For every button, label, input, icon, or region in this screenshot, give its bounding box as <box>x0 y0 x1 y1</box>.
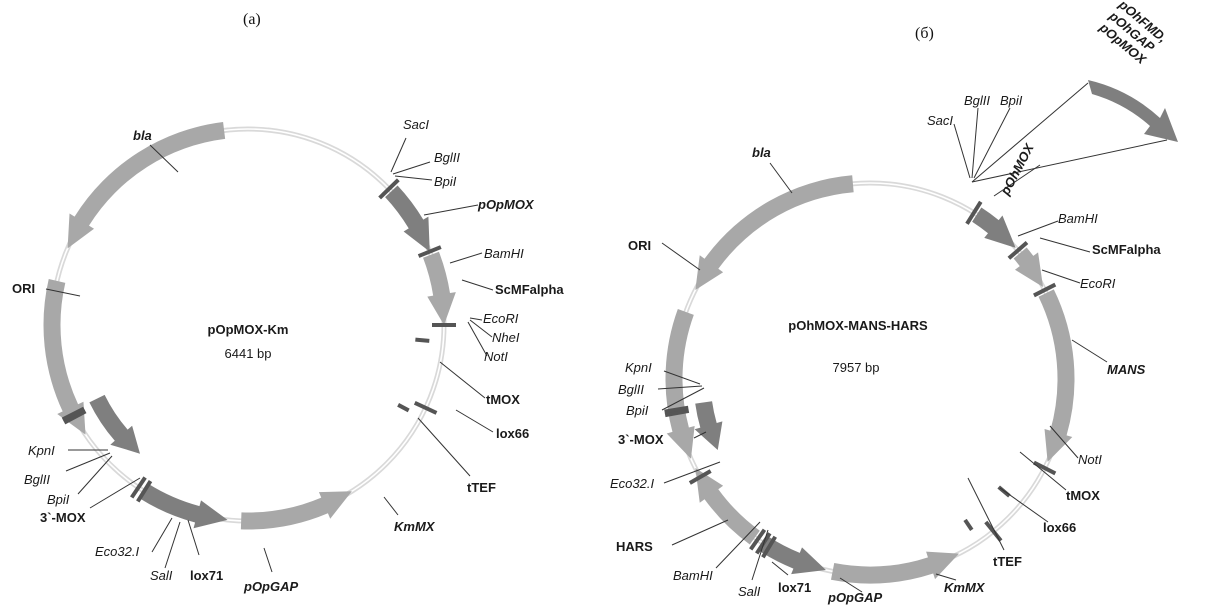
site-mark-saci-b <box>965 200 983 225</box>
site-label-bpii2-b: BpiI <box>626 403 649 418</box>
site-mark-lox66-b <box>984 520 1003 542</box>
site-mark-kpni2-b <box>664 405 689 414</box>
site-mark-ttef-a <box>397 403 410 413</box>
feature-arrows-b <box>665 175 1075 584</box>
site-label-bpii-b: BpiI <box>1000 93 1023 108</box>
site-mark-eco32-b <box>688 469 712 485</box>
ori-arrow-a <box>43 278 86 435</box>
site-label-bpii-a: BpiI <box>434 174 457 189</box>
site-label-ecori-b: EcoRI <box>1080 276 1116 291</box>
site-label-noti-a: NotI <box>484 349 508 364</box>
feature-label-3mox-b: 3`-MOX <box>618 432 664 447</box>
site-mark-kpni-b <box>664 408 690 418</box>
callout-labels-b: pOhFMD, pOhGAP pOpMOX <box>1096 0 1170 68</box>
site-label-saci-a: SacI <box>403 117 429 132</box>
feature-label-kmmx-b: KmMX <box>944 580 986 595</box>
site-label-kpni-a: KpnI <box>28 443 55 458</box>
site-mark-lox71-b <box>749 528 767 551</box>
site-label-sali-b: SalI <box>738 584 761 599</box>
feature-label-tmox-b: tMOX <box>1066 488 1100 503</box>
site-mark-ecori-b <box>1033 282 1057 298</box>
plasmid-name-a: pOpMOX-Km <box>208 322 289 337</box>
site-label-eco32i-b: Eco32.I <box>610 476 654 491</box>
pohmox-arrow-b <box>972 207 1016 248</box>
site-label-sali-a: SalI <box>150 568 173 583</box>
popgap-arrow-a <box>139 484 228 529</box>
feature-label-ori-b: ORI <box>628 238 651 253</box>
feature-label-popgap-a: pOpGAP <box>243 579 298 594</box>
site-label-bglii-b: BglII <box>964 93 990 108</box>
ori-arrow-b <box>665 309 695 459</box>
site-label-eco32i-a: Eco32.I <box>95 544 139 559</box>
site-mark-bamhi-a <box>417 245 442 258</box>
site-label-saci-b: SacI <box>927 113 953 128</box>
site-mark-bamhi2-b <box>761 535 777 559</box>
scmfalpha-arrow-b <box>1013 247 1044 287</box>
hars-arrow-b <box>695 467 760 545</box>
site-label-bamhi-a: BamHI <box>484 246 524 261</box>
site-mark-tmox-a <box>415 337 430 343</box>
plasmid-size-a: 6441 bp <box>225 346 272 361</box>
site-label-bamhi-b: BamHI <box>1058 211 1098 226</box>
site-label-ecori-a: EcoRI <box>483 311 519 326</box>
site-mark-saci-a <box>378 178 400 200</box>
popmox-arrow-a <box>385 185 430 252</box>
feature-arrows-a <box>43 122 456 530</box>
bla-arrow-b <box>695 175 854 291</box>
feature-label-popgap-b: pOpGAP <box>827 590 882 605</box>
site-mark-bamhi-b <box>1007 241 1029 260</box>
feature-label-kmmx-a: KmMX <box>394 519 436 534</box>
feature-label-tmox-a: tMOX <box>486 392 520 407</box>
site-label-bglii2-b: BglII <box>618 382 644 397</box>
feature-label-popmox-a: pOpMOX <box>477 197 535 212</box>
site-mark-lox66-a <box>413 400 438 415</box>
site-mark-sali-a <box>130 476 147 499</box>
feature-label-lox71-b: lox71 <box>778 580 811 595</box>
site-label-bpii2-a: BpiI <box>47 492 70 507</box>
3mox-arrow-b <box>694 401 723 450</box>
plasmid-map-b: (б) pOhFMD, pOhGAP pOpMOX pOhMOX-MANS-HA… <box>610 0 1178 605</box>
site-label-noti-b: NotI <box>1078 452 1102 467</box>
site-marks-a <box>61 178 456 503</box>
site-marks-b <box>664 200 1057 559</box>
feature-label-mans-b: MANS <box>1107 362 1146 377</box>
feature-label-hars-b: HARS <box>616 539 653 554</box>
promoter-callout-arrow-b <box>1088 80 1178 142</box>
kmmx-arrow-a <box>240 491 352 530</box>
site-label-nhei-a: NheI <box>492 330 520 345</box>
feature-label-scmfalpha-a: ScMFalpha <box>495 282 564 297</box>
mans-arrow-b <box>1038 289 1075 462</box>
site-label-bamhi2-b: BamHI <box>673 568 713 583</box>
feature-label-ttef-b: tTEF <box>993 554 1022 569</box>
site-mark-ttef-b <box>963 518 974 532</box>
site-label-bglii-a: BglII <box>434 150 460 165</box>
site-label-bglii2-a: BglII <box>24 472 50 487</box>
feature-label-lox66-b: lox66 <box>1043 520 1076 535</box>
feature-label-bla-b: bla <box>752 145 771 160</box>
3mox-arrow-a <box>89 394 141 454</box>
feature-label-ori-a: ORI <box>12 281 35 296</box>
plasmid-name-b: pOhMOX-MANS-HARS <box>788 318 928 333</box>
scmfalpha-arrow-a <box>423 251 456 325</box>
feature-label-bla-a: bla <box>133 128 152 143</box>
panel-label-a: (a) <box>243 11 261 28</box>
site-mark-noti-b <box>1033 460 1057 476</box>
feature-label-lox71-a: lox71 <box>190 568 223 583</box>
plasmid-map-a: (a) pOpMOX-Km 6441 bp bla ORI pOpMOX ScM… <box>12 11 564 594</box>
site-label-kpni-b: KpnI <box>625 360 652 375</box>
feature-label-lox66-a: lox66 <box>496 426 529 441</box>
kmmx-arrow-b <box>830 551 959 584</box>
panel-label-b: (б) <box>915 25 934 42</box>
site-mark-eco32-a <box>136 479 153 503</box>
feature-label-scmfalpha-b: ScMFalpha <box>1092 242 1161 257</box>
feature-label-ttef-a: tTEF <box>467 480 496 495</box>
site-mark-kpni2-a <box>61 406 85 422</box>
feature-label-3mox-a: 3`-MOX <box>40 510 86 525</box>
popgap-arrow-b <box>758 536 826 575</box>
bla-arrow-a <box>67 122 226 249</box>
site-mark-kpni-a <box>63 409 87 425</box>
plasmid-size-b: 7957 bp <box>833 360 880 375</box>
